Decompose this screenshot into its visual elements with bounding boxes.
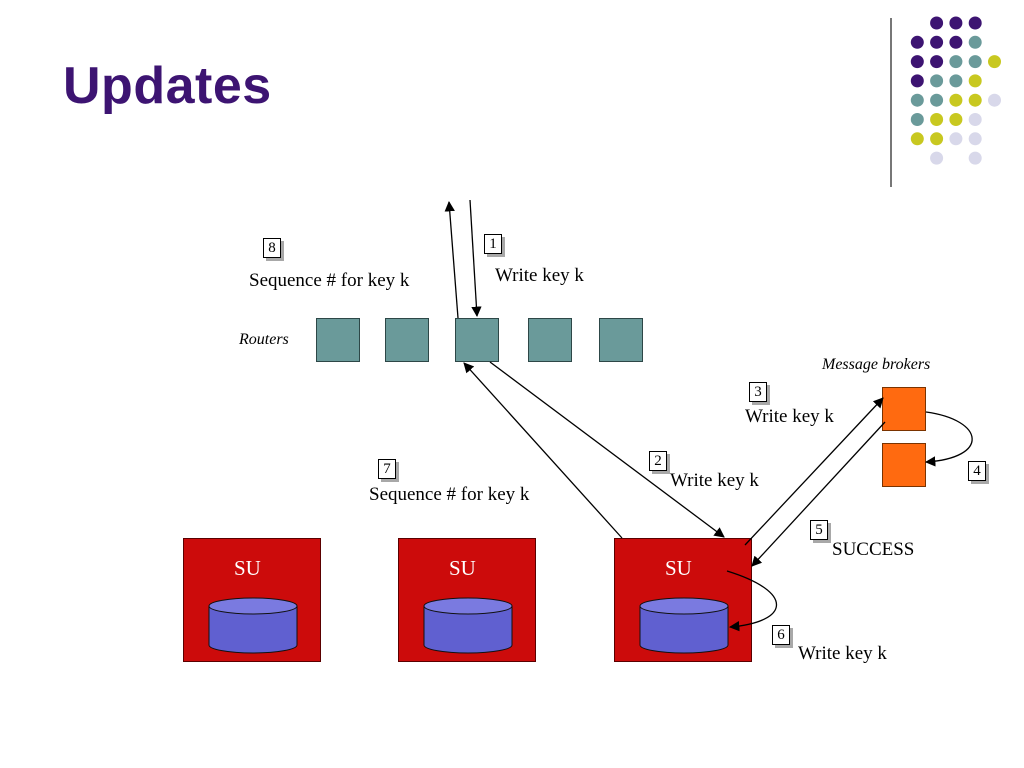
- message-broker-2: [882, 443, 926, 487]
- router-4: [528, 318, 572, 362]
- decor-dot: [988, 55, 1001, 69]
- step-7-badge: 7: [378, 459, 396, 479]
- disk-icon-3: [639, 597, 729, 654]
- decor-dot: [910, 93, 924, 107]
- message-broker-1: [882, 387, 926, 431]
- decor-dot: [968, 113, 982, 126]
- decor-dot: [930, 93, 944, 107]
- decor-dot: [930, 74, 944, 88]
- decor-dot: [930, 132, 944, 146]
- decor-dot: [949, 35, 963, 49]
- disk-icon-2: [423, 597, 513, 654]
- decor-dot: [930, 151, 944, 165]
- decor-dot: [930, 35, 944, 49]
- decor-dot: [930, 55, 944, 69]
- router-5: [599, 318, 643, 362]
- step-7-label: Sequence # for key k: [369, 484, 530, 505]
- decor-dot: [910, 74, 924, 88]
- step-2-label: Write key k: [670, 470, 759, 491]
- step-2-badge: 2: [649, 451, 667, 471]
- step-1-label: Write key k: [495, 265, 584, 286]
- disk-icon-1: [208, 597, 298, 654]
- decor-dot: [968, 16, 982, 30]
- message-brokers-label: Message brokers: [822, 356, 931, 373]
- decor-dot: [968, 151, 982, 165]
- slide-title: Updates: [63, 57, 272, 115]
- step-1-badge: 1: [484, 234, 502, 254]
- router-3: [455, 318, 499, 362]
- decor-dot: [968, 35, 982, 49]
- step-4-badge: 4: [968, 461, 986, 481]
- arrow-step-1: [469, 199, 482, 318]
- decor-dot: [910, 55, 924, 69]
- router-2: [385, 318, 429, 362]
- step-6-badge: 6: [772, 625, 790, 645]
- routers-label: Routers: [239, 331, 289, 348]
- decor-dot: [949, 132, 963, 146]
- step-6-label: Write key k: [798, 643, 887, 664]
- su-label-1: SU: [234, 556, 261, 580]
- step-5-label: SUCCESS: [832, 539, 915, 560]
- su-label-3: SU: [665, 556, 692, 580]
- decor-dot: [949, 93, 963, 107]
- decor-dot: [968, 93, 982, 107]
- decor-dot: [910, 113, 924, 126]
- router-1: [316, 318, 360, 362]
- step-3-badge: 3: [749, 382, 767, 402]
- decor-dot: [949, 55, 963, 69]
- decor-dot: [968, 132, 982, 146]
- decor-dot: [949, 113, 963, 126]
- step-3-label: Write key k: [745, 406, 834, 427]
- step-8-label: Sequence # for key k: [249, 270, 410, 291]
- arrow-step-2: [489, 361, 725, 538]
- step-8-badge: 8: [263, 238, 281, 258]
- arrow-step-3: [744, 397, 884, 546]
- arrow-step-4: [924, 411, 973, 467]
- arrow-step-8: [444, 200, 459, 319]
- decor-dot: [968, 55, 982, 69]
- decor-dot: [930, 16, 944, 30]
- arrow-step-5: [751, 421, 886, 567]
- arrow-step-7: [463, 362, 623, 539]
- decor-dot: [949, 16, 963, 30]
- su-label-2: SU: [449, 556, 476, 580]
- decor-dot: [910, 132, 924, 146]
- decor-dot: [988, 93, 1001, 107]
- step-5-badge: 5: [810, 520, 828, 540]
- decor-dot: [968, 74, 982, 88]
- decor-dot: [910, 35, 924, 49]
- decor-dot: [949, 74, 963, 88]
- arrow-step-6: [726, 570, 777, 632]
- decor-dot: [930, 113, 944, 126]
